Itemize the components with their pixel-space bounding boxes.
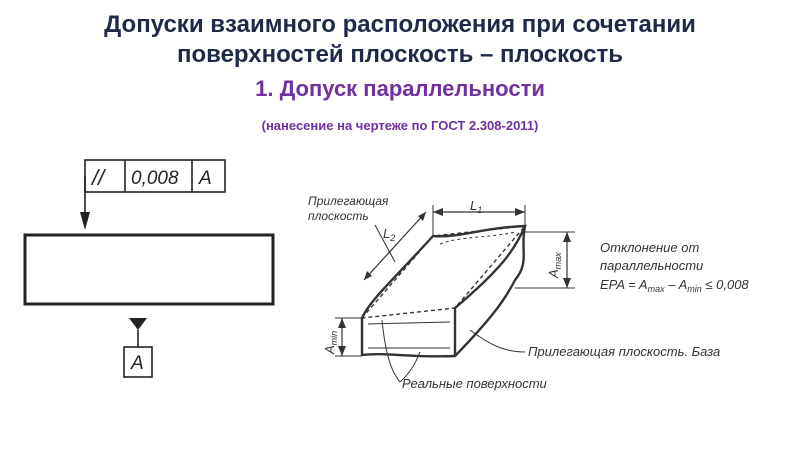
amax-label: Amax bbox=[546, 252, 563, 279]
datum-box-letter: A bbox=[130, 353, 144, 374]
frame-datum-letter: A bbox=[198, 168, 212, 189]
slide-title-line-2: поверхностей плоскость – плоскость bbox=[176, 41, 624, 68]
datum-box bbox=[123, 346, 153, 378]
l2-arrow-bottom bbox=[364, 271, 372, 280]
leader-arrowhead bbox=[80, 212, 90, 230]
amin-arrow-bottom bbox=[338, 346, 346, 356]
amin-label: Amin bbox=[322, 331, 339, 355]
slide-title-line-1: Допуски взаимного расположения при сочет… bbox=[104, 11, 696, 38]
l1-label: L1 bbox=[470, 198, 482, 215]
parallelism-symbol: // bbox=[90, 165, 106, 190]
dimension-arrows bbox=[338, 208, 571, 356]
front-hatch-1 bbox=[367, 321, 451, 325]
datum-triangle bbox=[129, 318, 147, 330]
real-surfaces-label: Реальные поверхности bbox=[402, 376, 547, 391]
real-surface-leader-2 bbox=[399, 351, 421, 383]
amin-arrow-top bbox=[338, 318, 346, 328]
adjacent-plane-top bbox=[360, 225, 527, 319]
deviation-title-1: Отклонение от bbox=[600, 240, 699, 255]
front-face bbox=[360, 308, 457, 358]
adjacent-plane-label-2: плоскость bbox=[308, 209, 369, 223]
real-surface-leader-1 bbox=[381, 319, 401, 383]
deviation-formula: EPA = Amax – Amin ≤ 0,008 bbox=[600, 277, 749, 294]
l2-dim-line bbox=[363, 211, 427, 281]
hidden-edge bbox=[439, 231, 516, 245]
adjacent-plane-label-1: Прилегающая bbox=[308, 194, 389, 208]
l2-label: L2 bbox=[383, 226, 395, 243]
part-outline bbox=[23, 233, 275, 306]
l2-arrow-top bbox=[418, 212, 426, 221]
l1-arrow-right bbox=[515, 208, 525, 216]
tolerance-value: 0,008 bbox=[131, 168, 179, 189]
slide-subtitle: 1. Допуск параллельности bbox=[255, 76, 545, 101]
amax-arrow-top bbox=[563, 232, 571, 242]
amax-arrow-bottom bbox=[563, 278, 571, 288]
gost-note: (нанесение на чертеже по ГОСТ 2.308-2011… bbox=[261, 118, 539, 133]
deviation-title-2: параллельности bbox=[600, 258, 703, 273]
l1-arrow-left bbox=[433, 208, 443, 216]
real-top-surface bbox=[360, 224, 527, 319]
adjacent-plane-leader bbox=[374, 224, 396, 263]
base-leader bbox=[469, 329, 526, 353]
adjacent-base-label: Прилегающая плоскость. База bbox=[528, 344, 720, 359]
right-side-face bbox=[454, 225, 527, 357]
